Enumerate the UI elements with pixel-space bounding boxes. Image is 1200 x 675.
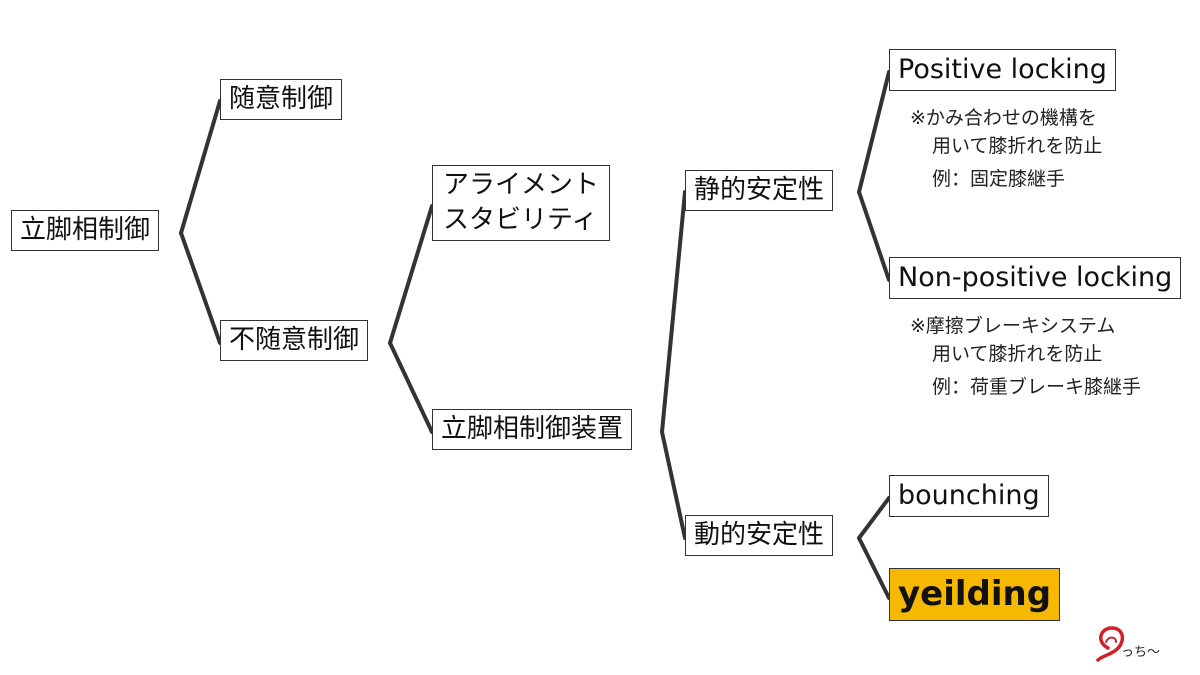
edge-root-involuntary bbox=[179, 231, 222, 345]
note-positive-line2: 用いて膝折れを防止 bbox=[932, 134, 1103, 157]
logo-text: っち～ bbox=[1121, 645, 1161, 660]
note-nonpositive-line1: ※摩擦ブレーキシステム bbox=[910, 315, 1116, 337]
note-positive-example: 例：固定膝継手 bbox=[932, 168, 1066, 191]
edge-involuntary-device bbox=[388, 341, 434, 434]
note-positive: ※かみ合わせの機構を 用いて膝折れを防止 例：固定膝継手 bbox=[910, 105, 1102, 194]
note-nonpositive-line2: 用いて膝折れを防止 bbox=[932, 342, 1103, 365]
alignment-line1: アライメント bbox=[443, 170, 600, 200]
edge-involuntary-alignment bbox=[388, 204, 434, 345]
edge-dynamic-bouncing bbox=[857, 496, 891, 540]
edge-root-voluntary bbox=[179, 99, 222, 235]
edge-static-positive bbox=[857, 70, 891, 194]
node-static-stability: 静的安定性 bbox=[685, 170, 834, 211]
alignment-line2: スタビリティ bbox=[443, 205, 598, 236]
edge-dynamic-yielding bbox=[857, 536, 891, 600]
node-positive-locking: Positive locking bbox=[889, 49, 1116, 91]
node-root: 立脚相制御 bbox=[11, 210, 160, 251]
node-nonpositive-locking: Non-positive locking bbox=[889, 257, 1182, 299]
note-positive-line1: ※かみ合わせの機構を bbox=[910, 107, 1097, 129]
note-nonpositive-example: 例：荷重ブレーキ膝継手 bbox=[932, 376, 1142, 399]
edge-device-static bbox=[660, 190, 687, 434]
edge-device-dynamic bbox=[660, 430, 687, 540]
node-bouncing: bounching bbox=[889, 475, 1049, 517]
swirl-logo-icon bbox=[1096, 626, 1125, 662]
node-yielding: yeilding bbox=[889, 568, 1061, 621]
note-nonpositive: ※摩擦ブレーキシステム 用いて膝折れを防止 例：荷重ブレーキ膝継手 bbox=[910, 313, 1141, 402]
edge-static-nonpositive bbox=[857, 190, 891, 282]
node-dynamic-stability: 動的安定性 bbox=[685, 515, 834, 556]
node-involuntary: 不随意制御 bbox=[220, 320, 369, 361]
node-voluntary: 随意制御 bbox=[220, 79, 343, 120]
node-device: 立脚相制御装置 bbox=[432, 409, 633, 450]
node-alignment-stability: アライメント スタビリティ bbox=[432, 165, 611, 242]
